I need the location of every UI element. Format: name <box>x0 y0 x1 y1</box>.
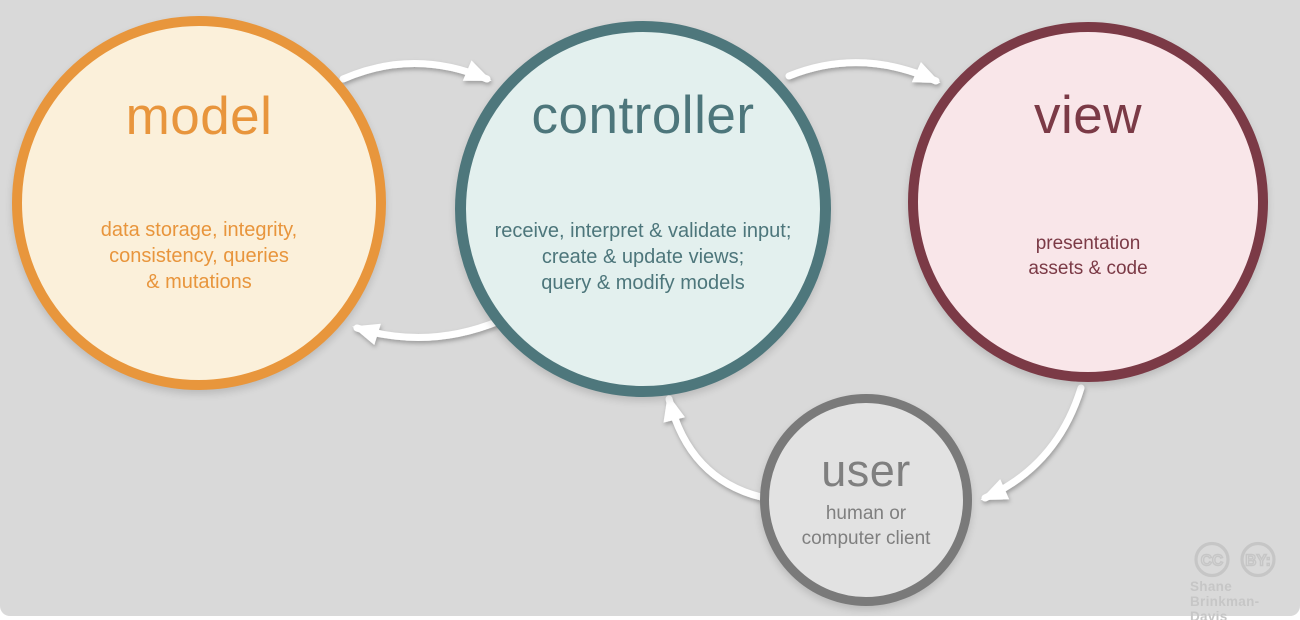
by-badge-icon: BY: <box>1240 541 1276 578</box>
node-view-description: presentation assets & code <box>1028 233 1148 279</box>
node-model: model data storage, integrity, consisten… <box>12 16 386 390</box>
attribution: CC BY: Shane Brinkman-Davis <box>1190 541 1294 620</box>
author-name: Shane Brinkman-Davis <box>1190 579 1260 620</box>
node-controller-title: controller <box>531 86 755 145</box>
node-user-description: human or computer client <box>801 503 931 549</box>
node-model-title: model <box>125 87 273 146</box>
svg-text:CC: CC <box>1201 553 1223 570</box>
node-user: user human or computer client <box>760 394 972 606</box>
cc-badge-icon: CC <box>1194 541 1230 578</box>
node-controller: controller receive, interpret & validate… <box>455 21 831 397</box>
license-badges: CC BY: <box>1194 541 1276 578</box>
node-user-title: user <box>821 445 911 496</box>
node-view-title: view <box>1033 86 1143 145</box>
node-model-description: data storage, integrity, consistency, qu… <box>100 219 298 293</box>
node-controller-description: receive, interpret & validate input; cre… <box>494 220 792 294</box>
node-view: view presentation assets & code <box>908 22 1268 382</box>
svg-text:BY:: BY: <box>1245 553 1271 570</box>
